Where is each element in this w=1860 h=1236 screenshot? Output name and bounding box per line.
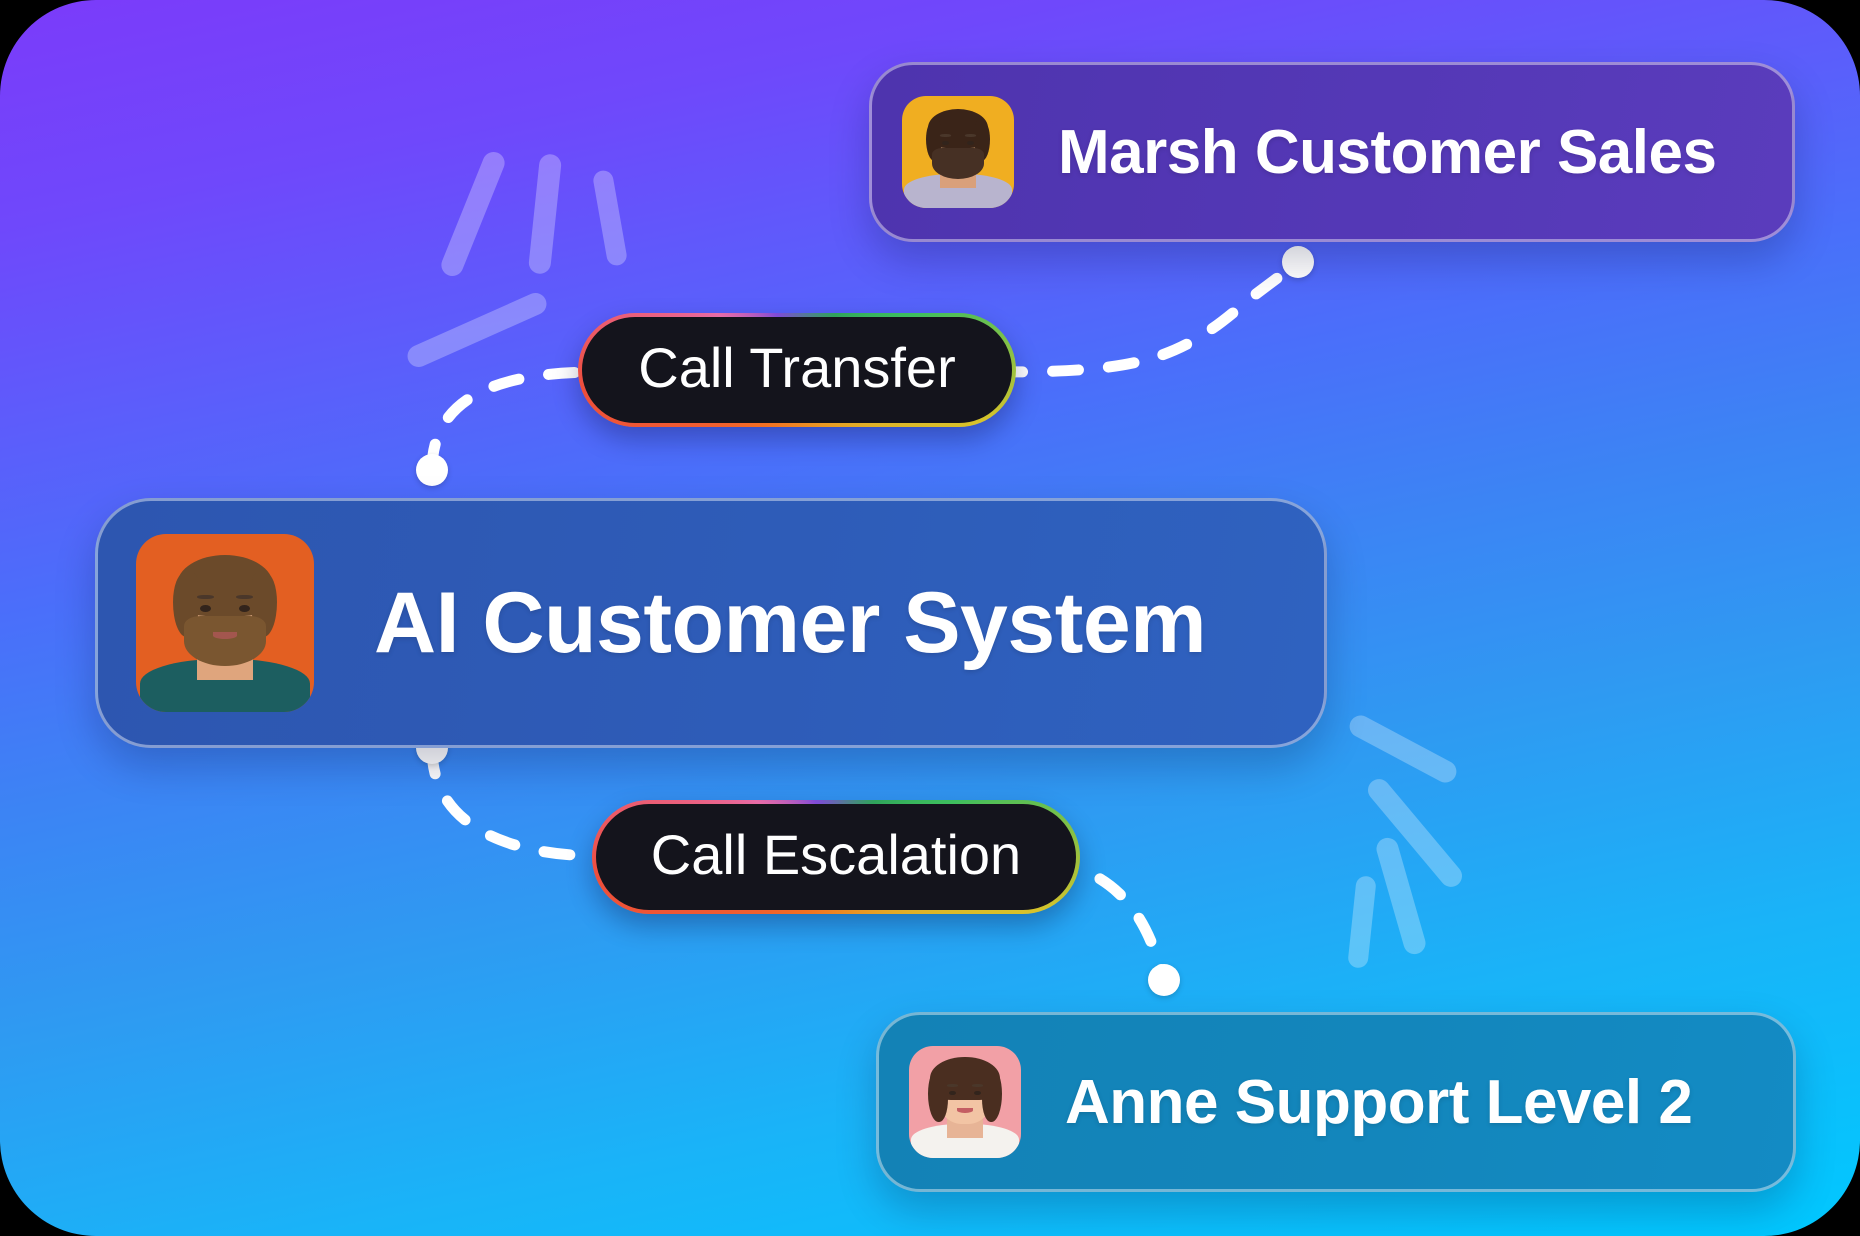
node-card-marsh-customer-sales[interactable]: Marsh Customer Sales [869,62,1795,242]
node-card-anne-support-level-2[interactable]: Anne Support Level 2 [876,1012,1796,1192]
connector-badge-call-transfer-inner: Call Transfer [582,317,1012,423]
sparkle-ray [1347,875,1377,969]
dot-anne-inbound [1148,964,1180,996]
sparkle-ray [591,168,629,268]
sparkle-ray [438,148,508,280]
sparkle-ray [404,289,550,371]
connector-badge-label-call-transfer: Call Transfer [638,336,956,399]
dot-ai-outbound-top [416,454,448,486]
sparkle-ray [1345,711,1461,787]
sparkle-ray [527,153,563,275]
ai-system-avatar [136,534,314,712]
marsh-avatar [902,96,1014,208]
dot-marsh-inbound [1282,246,1314,278]
connector-badge-label-call-escalation: Call Escalation [650,823,1022,886]
node-label-anne: Anne Support Level 2 [1065,1067,1693,1137]
node-label-ai-customer-system: AI Customer System [374,574,1207,671]
node-card-ai-customer-system[interactable]: AI Customer System [95,498,1327,748]
connector-badge-call-escalation[interactable]: Call Escalation [592,800,1080,914]
connector-badge-call-escalation-inner: Call Escalation [596,804,1076,910]
sparkle-ray [1363,774,1467,892]
anne-avatar [909,1046,1021,1158]
connector-badge-call-transfer[interactable]: Call Transfer [578,313,1016,427]
node-label-marsh: Marsh Customer Sales [1058,117,1717,187]
